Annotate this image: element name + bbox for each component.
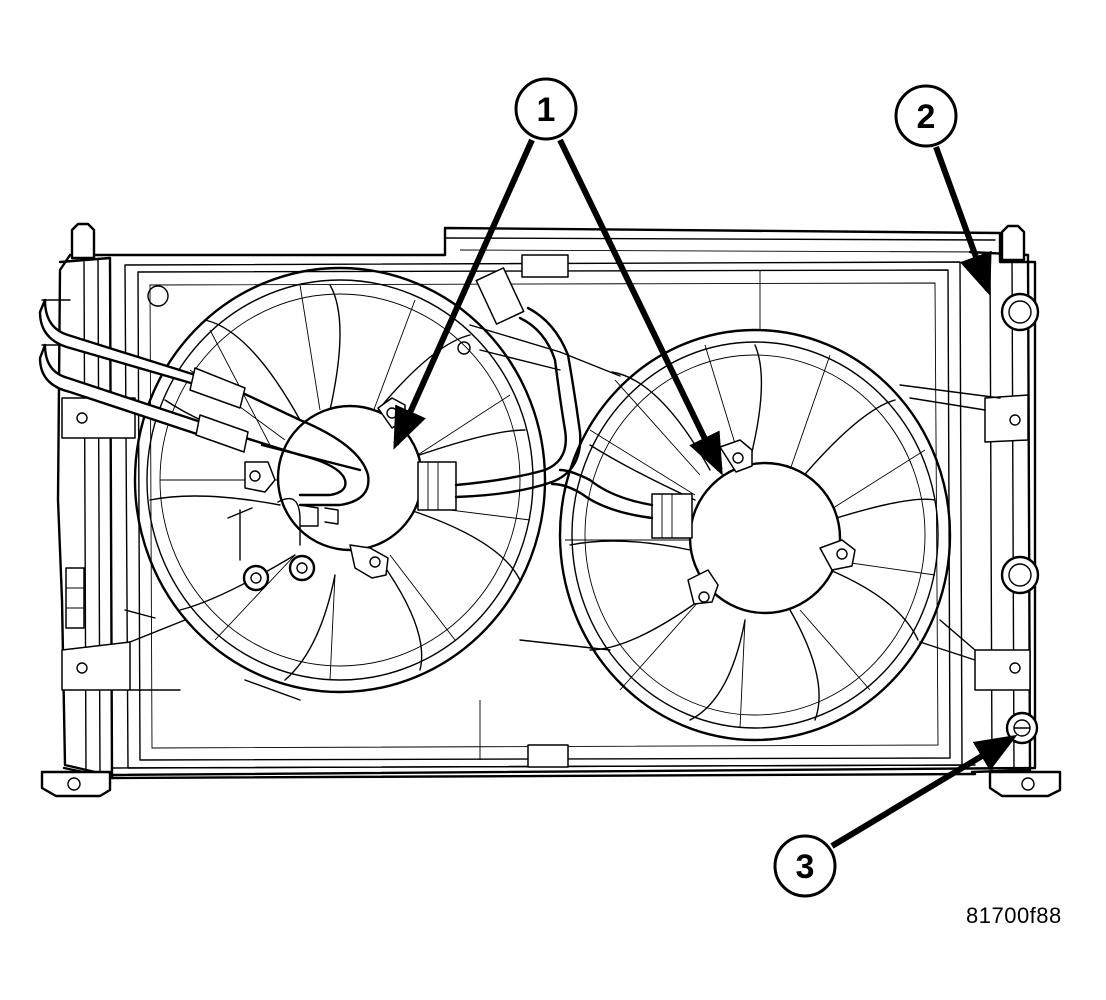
callout-1-arrow-right: [557, 138, 723, 476]
callout-2-circle: [894, 84, 958, 148]
hoses: [38, 298, 370, 527]
callout-3-arrow: [830, 734, 1018, 849]
shroud-struts: [124, 270, 1001, 760]
callout-2: 2: [894, 84, 958, 148]
callout-arrows: [393, 138, 1018, 849]
right-fan: [550, 328, 952, 742]
callout-1-circle: [514, 77, 578, 141]
callout-1-label: 1: [537, 91, 556, 129]
callout-1: 1: [514, 77, 578, 141]
radiator-frame: [40, 222, 1062, 798]
left-fan: [133, 266, 582, 694]
figure-id: 81700f88: [966, 903, 1062, 928]
callout-3-circle: [773, 834, 837, 898]
callout-3-label: 3: [796, 848, 815, 886]
callout-2-label: 2: [917, 98, 936, 136]
callout-2-arrow: [933, 145, 992, 296]
callout-1-arrow-left: [393, 138, 535, 450]
callout-3: 3: [773, 834, 837, 898]
